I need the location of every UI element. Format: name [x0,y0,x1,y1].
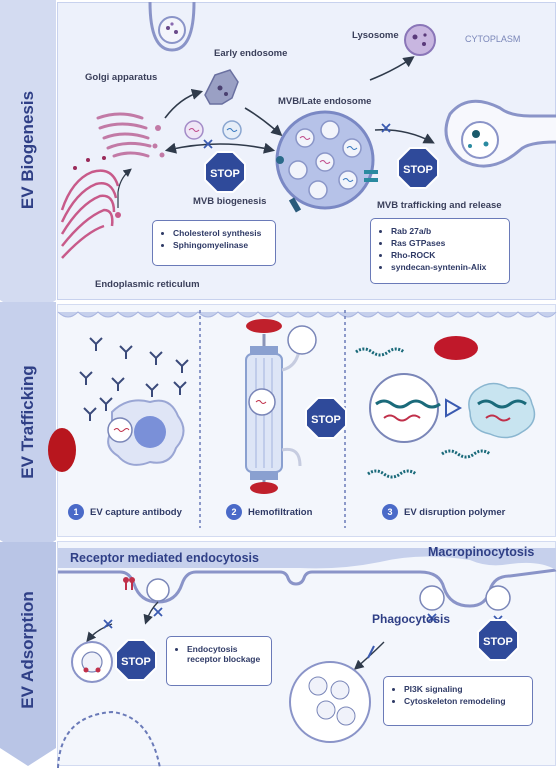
nucleus-outline [57,710,161,769]
adsorption-illustration [57,548,557,769]
svg-text:STOP: STOP [210,168,240,180]
list-item: Endocytosis receptor blockage [187,644,263,664]
disrupted-ev [468,382,536,439]
list-item: Rab 27a/b [391,226,501,236]
ev-disruption-polymer-label: EV disruption polymer [404,507,506,518]
svg-text:STOP: STOP [311,414,341,426]
adsorption-side-bar [0,542,56,766]
ev-particle [485,585,511,611]
biogenesis-side-bar [0,0,56,318]
antibody-icons [79,337,189,421]
extracellular-space [58,548,556,570]
budding-vesicle [158,16,186,44]
stop-sign-icon: STOP [305,397,347,439]
mvb-late-label: MVB/Late endosome [278,96,372,107]
hemofiltration-label: Hemofiltration [248,507,313,518]
ev-particle [369,373,439,443]
ev-particle [146,578,170,602]
step-number-badge: 2 [226,504,242,520]
biogenesis-illustration [60,1,557,259]
stop-sign-icon: STOP [477,619,519,661]
ev-particle [248,388,276,416]
ev-capture-antibody-label: EV capture antibody [90,507,182,518]
svg-text:STOP: STOP [403,164,433,176]
receptor-endocytosis-label: Receptor mediated endocytosis [70,551,259,565]
list-item: Cytoskeleton remodeling [404,696,524,706]
stop-sign-icon: STOP [115,639,157,681]
golgi-apparatus [96,112,152,158]
mvb-biogenesis-label: MVB biogenesis [193,196,267,207]
early-endosome-label: Early endosome [214,48,288,59]
ev-particle [419,585,445,611]
phagocytosis-label: Phagocytosis [372,612,451,626]
svg-text:STOP: STOP [121,656,151,668]
list-item: Cholesterol synthesis [173,228,267,238]
list-item: syndecan-syntenin-Alix [391,262,501,272]
ev-particle [107,417,133,443]
lysosome-organelle [404,24,436,56]
biogenesis-left-box: Cholesterol synthesis Sphingomyelinase [152,220,276,266]
membrane-bud [148,1,196,52]
svg-text:STOP: STOP [483,636,513,648]
adsorption-left-box: Endocytosis receptor blockage [166,636,272,686]
endoplasmic-reticulum [60,169,120,259]
macropinocytosis-label: Macropinocytosis [428,545,535,559]
er-label: Endoplasmic reticulum [95,279,200,290]
cytoplasm-label: CYTOPLASM [465,34,521,44]
macrophage-nucleus [134,416,166,448]
trafficking-illustration [48,310,557,528]
list-item: PI3K signaling [404,684,524,694]
red-blood-cell [48,428,76,472]
biogenesis-right-box: Rab 27a/b Ras GTPases Rho-ROCK syndecan-… [370,218,510,284]
stop-sign-icon: STOP [204,151,246,193]
trafficking-side-bar [0,302,56,558]
list-item: Sphingomyelinase [173,240,267,250]
adsorption-right-box: PI3K signaling Cytoskeleton remodeling [383,676,533,726]
step-number-badge: 1 [68,504,84,520]
ev-particle [287,325,317,355]
step-number-badge: 3 [382,504,398,520]
red-blood-cell [434,336,478,360]
lysosome-label: Lysosome [352,30,399,41]
vessel-wall [57,311,557,318]
list-item: Rho-ROCK [391,250,501,260]
mvb-trafficking-label: MVB trafficking and release [377,200,502,211]
golgi-label: Golgi apparatus [85,72,158,83]
stop-sign-icon: STOP [397,147,439,189]
list-item: Ras GTPases [391,238,501,248]
